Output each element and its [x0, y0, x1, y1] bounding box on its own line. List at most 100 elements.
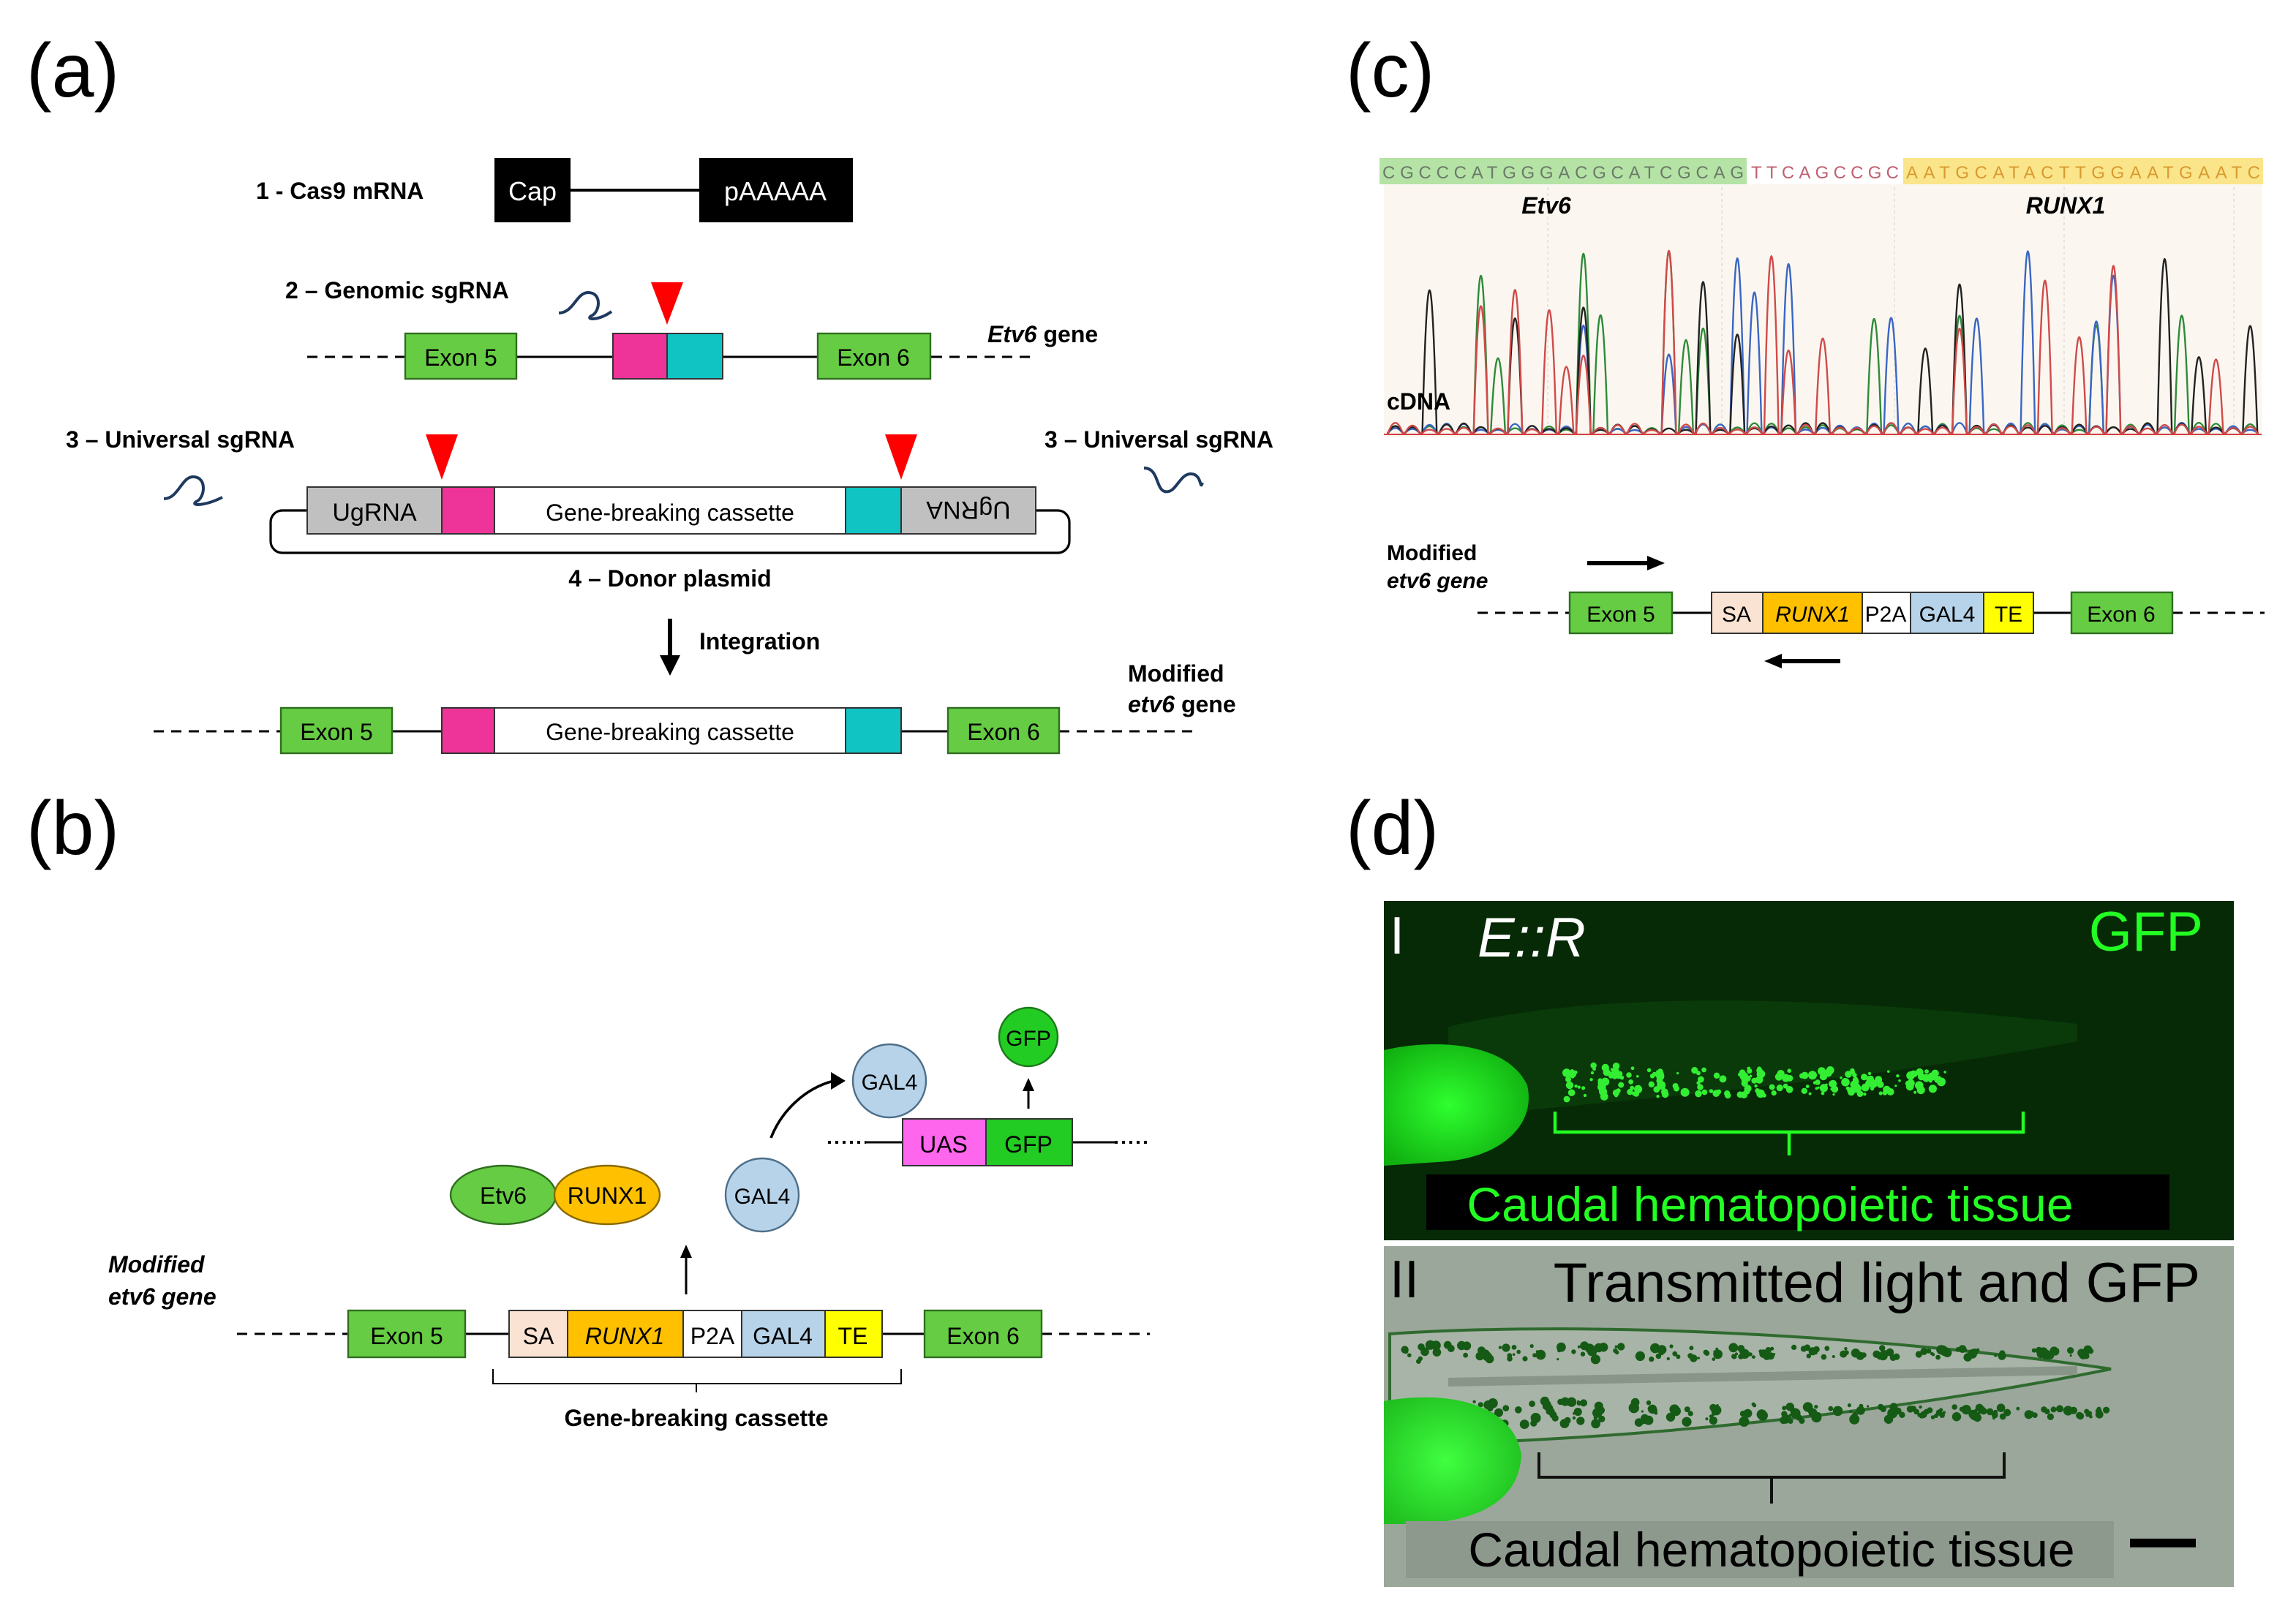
speckle: [2016, 1406, 2020, 1411]
top-genotype: E::R: [1478, 907, 1586, 969]
speckle: [1507, 1353, 1513, 1358]
speckle: [1421, 1347, 1428, 1354]
speckle: [1772, 1353, 1776, 1356]
speckle: [1627, 1089, 1633, 1095]
speckle: [2103, 1406, 2110, 1414]
speckle: [1529, 1344, 1534, 1349]
speckle: [1463, 1352, 1468, 1358]
speckle: [1856, 1406, 1865, 1415]
speckle: [1804, 1344, 1811, 1351]
speckle: [1648, 1081, 1655, 1088]
speckle: [2047, 1413, 2054, 1420]
speckle: [1635, 1351, 1645, 1361]
speckle: [1878, 1091, 1883, 1095]
speckle: [1713, 1349, 1723, 1359]
speckle: [1567, 1397, 1577, 1407]
speckle: [1787, 1068, 1791, 1073]
modified-b-te-box: [824, 1310, 883, 1358]
speckle: [1676, 1354, 1681, 1359]
speckle: [2088, 1411, 2093, 1416]
speckle: [1656, 1095, 1660, 1098]
speckle: [1806, 1354, 1811, 1359]
modified-b-exon5-text: Exon 5: [370, 1323, 443, 1349]
speckle: [1808, 1071, 1817, 1080]
speckle: [1522, 1356, 1528, 1362]
speckle: [1887, 1408, 1898, 1419]
speckle: [1626, 1072, 1632, 1078]
uas-text: UAS: [919, 1131, 968, 1158]
speckle: [1754, 1084, 1758, 1088]
gal4-bound-text: GAL4: [862, 1071, 918, 1095]
donor-cassette-text: Gene-breaking cassette: [546, 499, 794, 526]
speckle: [1832, 1093, 1835, 1096]
speckle: [2088, 1348, 2094, 1354]
speckle: [1612, 1063, 1620, 1070]
speckle: [1515, 1406, 1522, 1414]
cassette-bracket-label: Gene-breaking cassette: [564, 1405, 828, 1431]
speckle: [1831, 1085, 1839, 1093]
speckle: [1744, 1075, 1751, 1082]
speckle: [1587, 1343, 1592, 1348]
speckle: [1551, 1414, 1559, 1422]
seq-bar-runx1: [1903, 158, 2263, 184]
genomic-locus: 2 – Genomic sgRNA Exon 5 Exon 6 Etv6 gen…: [285, 277, 1098, 380]
modified-a-magenta-box: [441, 707, 495, 754]
speckle: [1847, 1403, 1851, 1408]
speckle: [1630, 1085, 1635, 1090]
speckle: [1935, 1354, 1941, 1360]
speckle: [1923, 1409, 1928, 1415]
speckle: [1916, 1086, 1925, 1095]
gfp-cell-speckles: [1562, 1062, 1946, 1103]
seq-bar-etv6: [1380, 158, 1747, 184]
speckle: [1981, 1411, 1985, 1414]
universal-sgrna-right-title: 3 – Universal sgRNA: [1045, 426, 1273, 453]
donor-ugrna-left-text: UgRNA: [332, 499, 417, 527]
modified-c-exon6-box: [2070, 591, 2174, 635]
chromatogram-traces: [1387, 249, 2259, 434]
speckle: [1705, 1417, 1709, 1421]
speckle: [1690, 1354, 1698, 1362]
speckle: [1768, 1357, 1771, 1359]
speckle: [1594, 1401, 1603, 1411]
speckle: [1498, 1346, 1502, 1349]
speckle: [1829, 1080, 1836, 1087]
speckle: [2069, 1354, 2072, 1357]
micrograph-gfp: I E::R GFP Caudal hematopoietic tissue: [1384, 901, 2234, 1240]
speckle: [2067, 1347, 2074, 1354]
speckle: [1725, 1092, 1731, 1099]
donor-cassette-box: [494, 486, 846, 535]
speckle: [1687, 1411, 1693, 1417]
modified-c-te-text: TE: [1995, 603, 2022, 627]
speckle: [1769, 1084, 1775, 1090]
speckle: [1655, 1353, 1662, 1359]
modified-a-cassette-box: [494, 707, 846, 754]
modified-locus-a: Exon 5 Gene-breaking cassette Exon 6 Mod…: [154, 660, 1236, 755]
speckle: [1634, 1418, 1644, 1427]
uas-box: [902, 1118, 987, 1166]
larva-merge-body: [1388, 1327, 2112, 1447]
speckle: [1654, 1411, 1658, 1415]
speckle: [2044, 1408, 2050, 1414]
gfp-protein: [998, 1006, 1059, 1068]
speckle: [1735, 1352, 1738, 1356]
speckle: [1926, 1349, 1932, 1354]
gal4-free-protein: [724, 1157, 800, 1233]
chromatogram-background: [1384, 184, 2262, 437]
speckle: [1801, 1071, 1809, 1079]
modified-a-exon6-box: [946, 706, 1061, 755]
speckle: [1924, 1069, 1929, 1074]
speckle: [1799, 1418, 1805, 1424]
cas9-title: 1 - Cas9 mRNA: [256, 178, 424, 204]
integration-arrow-icon: [660, 655, 680, 676]
speckle: [1749, 1074, 1753, 1078]
modified-a-exon5-box: [279, 706, 394, 755]
modified-c-exon5-box: [1568, 591, 1674, 635]
panel-b: (b) Etv6 RUNX1 GAL4 GAL4 UAS GFP GFP Mod…: [26, 786, 1150, 1431]
speckle: [1919, 1405, 1922, 1409]
speckle: [1652, 1071, 1657, 1077]
yolk-gfp: [1384, 1044, 1529, 1166]
speckle: [2070, 1408, 2075, 1413]
speckle: [1939, 1408, 1943, 1412]
speckle: [1832, 1406, 1843, 1417]
integration-label: Integration: [699, 628, 820, 655]
